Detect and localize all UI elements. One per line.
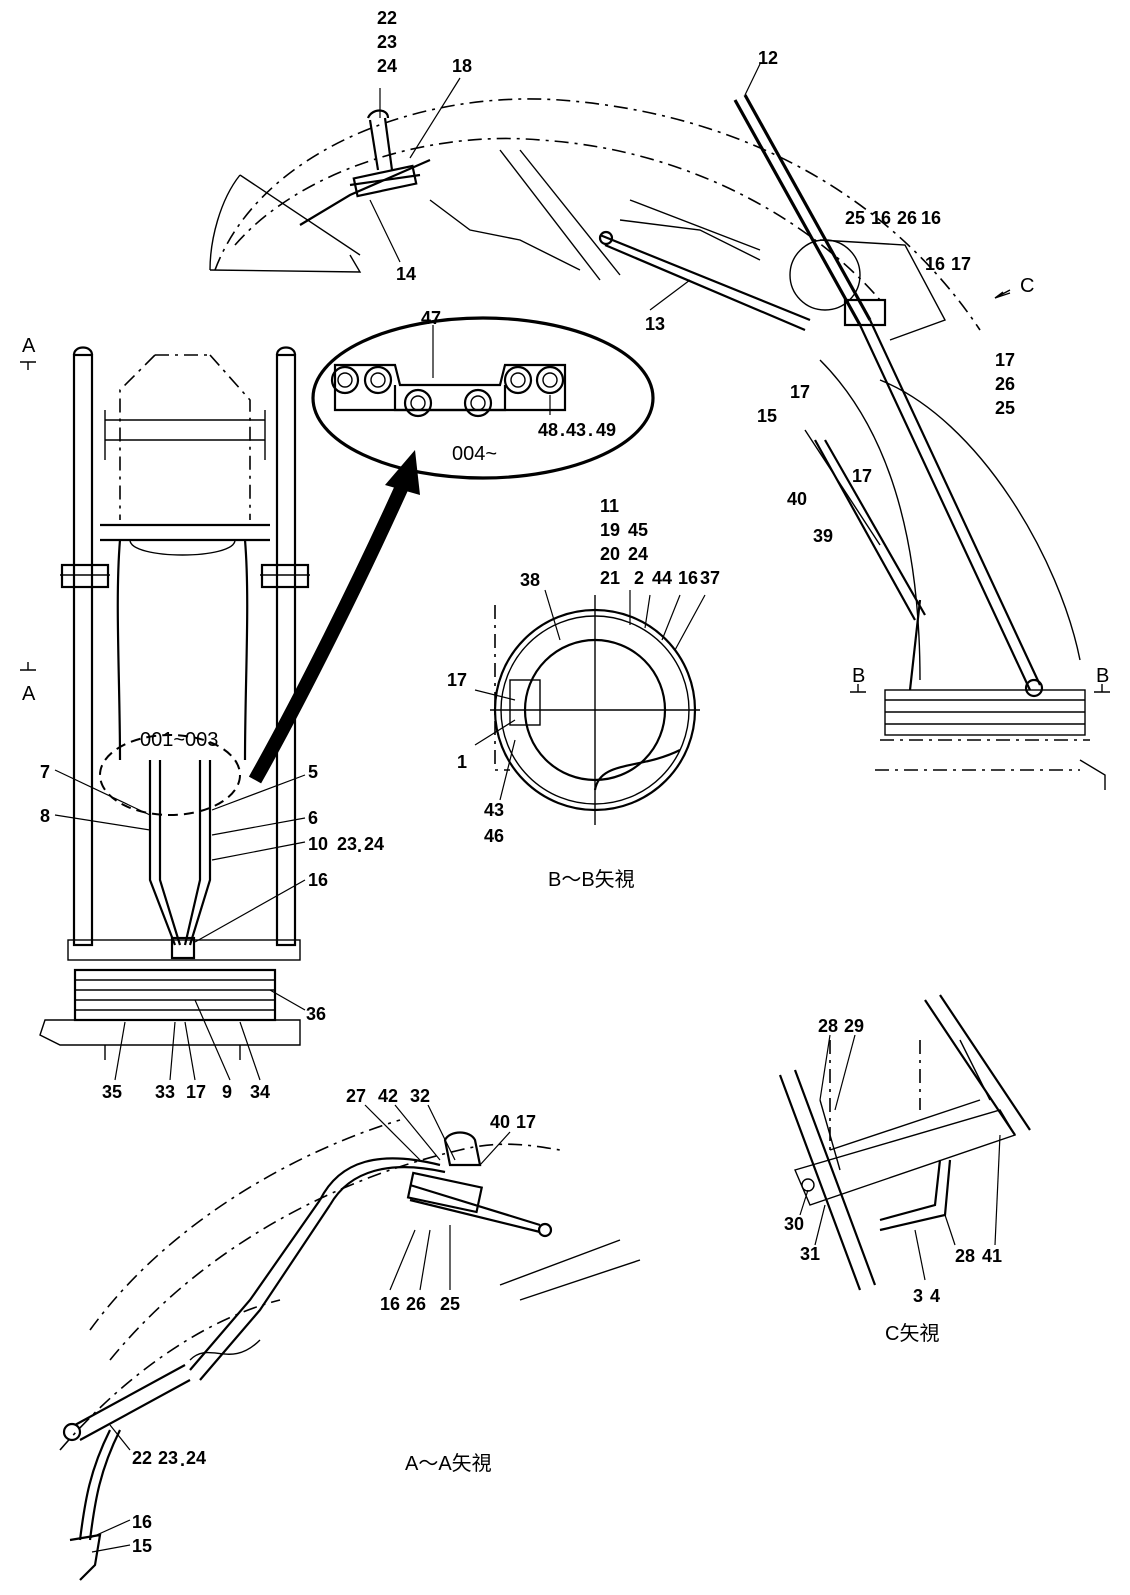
callout-36: 36	[306, 1004, 326, 1024]
callout-26: 26	[406, 1294, 426, 1314]
callout-12: 12	[758, 48, 778, 68]
callout-44: 44	[652, 568, 672, 588]
callout-39: 39	[813, 526, 833, 546]
bb-view	[474, 589, 706, 825]
callout-32: 32	[410, 1086, 430, 1106]
callout-46: 46	[484, 826, 504, 846]
callout-17: 17	[447, 670, 467, 690]
callout-31: 31	[800, 1244, 820, 1264]
detail-arrow	[248, 450, 420, 784]
caption-aa: A～A矢視	[405, 1452, 492, 1475]
callout-6: 6	[308, 808, 318, 828]
section-b-left: B	[852, 665, 865, 687]
svg-text:.: .	[180, 1450, 185, 1470]
callout-28: 28	[955, 1246, 975, 1266]
callout-4: 4	[930, 1286, 940, 1306]
callout-38: 38	[520, 570, 540, 590]
top-chute-view	[209, 63, 1106, 790]
callout-3: 3	[913, 1286, 923, 1306]
callout-42: 42	[378, 1086, 398, 1106]
callout-16: 16	[308, 870, 328, 890]
detail-range-004: 004~	[452, 443, 497, 465]
callout-34: 34	[250, 1082, 270, 1102]
callout-C: C	[1020, 275, 1034, 297]
callout-17: 17	[186, 1082, 206, 1102]
callout-8: 8	[40, 806, 50, 826]
callout-16: 16	[380, 1294, 400, 1314]
callout-9: 9	[222, 1082, 232, 1102]
callout-15: 15	[132, 1536, 152, 1556]
callout-49: 49	[596, 420, 616, 440]
callout-37: 37	[700, 568, 720, 588]
callout-43: 43	[484, 800, 504, 820]
callout-41: 41	[982, 1246, 1002, 1266]
callout-1: 1	[457, 752, 467, 772]
callout-45: 45	[628, 520, 648, 540]
callout-18: 18	[452, 56, 472, 76]
callout-35: 35	[102, 1082, 122, 1102]
callout-24: 24	[186, 1448, 206, 1468]
callout-40: 40	[787, 489, 807, 509]
callout-23: 23	[337, 834, 357, 854]
caption-c: C矢視	[885, 1322, 939, 1345]
callout-17: 17	[852, 466, 872, 486]
callout-2: 2	[634, 568, 644, 588]
svg-text:.: .	[588, 420, 593, 440]
callout-30: 30	[784, 1214, 804, 1234]
callout-19: 19	[600, 520, 620, 540]
callout-13: 13	[645, 314, 665, 334]
callout-24: 24	[628, 544, 648, 564]
callout-28: 28	[818, 1016, 838, 1036]
callout-17: 17	[951, 254, 971, 274]
callout-25: 25	[845, 208, 865, 228]
section-a-top: A	[22, 335, 36, 357]
callout-5: 5	[308, 762, 318, 782]
callout-16: 16	[871, 208, 891, 228]
callout-43: 43	[566, 420, 586, 440]
c-view	[778, 994, 1031, 1291]
caption-bb: B～B矢視	[548, 868, 635, 891]
callout-26: 26	[897, 208, 917, 228]
callout-27: 27	[346, 1086, 366, 1106]
callout-23: 23	[377, 32, 397, 52]
callout-47: 47	[421, 308, 441, 328]
section-b-right: B	[1096, 665, 1109, 687]
callout-40: 40	[490, 1112, 510, 1132]
callout-11: 11	[600, 496, 619, 516]
front-view	[39, 346, 310, 1081]
callout-22: 22	[377, 8, 397, 28]
callout-26: 26	[995, 374, 1015, 394]
section-a-bottom: A	[22, 683, 36, 705]
callout-14: 14	[396, 264, 416, 284]
callout-16: 16	[132, 1512, 152, 1532]
callout-24: 24	[377, 56, 397, 76]
callout-10: 10	[308, 834, 328, 854]
callout-16: 16	[921, 208, 941, 228]
callout-17: 17	[790, 382, 810, 402]
callout-7: 7	[40, 762, 50, 782]
callout-16: 16	[678, 568, 698, 588]
callout-24: 24	[364, 834, 384, 854]
callout-23: 23	[158, 1448, 178, 1468]
detail-004	[311, 316, 655, 480]
callout-15: 15	[757, 406, 777, 426]
callout-20: 20	[600, 544, 620, 564]
callout-16: 16	[925, 254, 945, 274]
front-range-001-003: 001~003	[140, 729, 218, 751]
callout-33: 33	[155, 1082, 175, 1102]
callout-29: 29	[844, 1016, 864, 1036]
callout-17: 17	[516, 1112, 536, 1132]
callout-25: 25	[440, 1294, 460, 1314]
callout-21: 21	[600, 568, 620, 588]
svg-text:.: .	[357, 836, 362, 856]
svg-text:.: .	[560, 420, 565, 440]
aa-view	[59, 1104, 641, 1581]
callout-25: 25	[995, 398, 1015, 418]
callout-17: 17	[995, 350, 1015, 370]
callout-48: 48	[538, 420, 558, 440]
callout-22: 22	[132, 1448, 152, 1468]
